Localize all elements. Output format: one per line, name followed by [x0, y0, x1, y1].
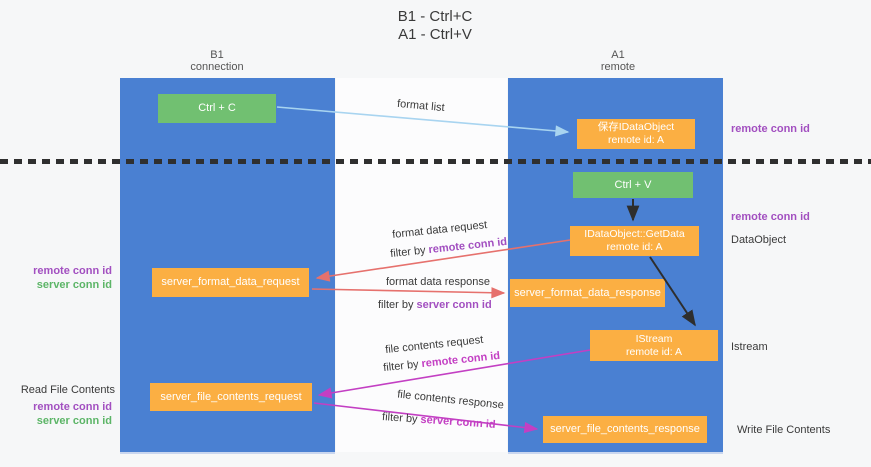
filter-key-server-conn-id: server conn id	[416, 299, 492, 311]
node-ctrl-c-label: Ctrl + C	[198, 102, 236, 114]
lane-a1-subtitle: remote	[600, 61, 636, 73]
node-getdata-line2: remote id: A	[606, 241, 663, 253]
annotation-left-remote-conn-id-1: remote conn id	[33, 265, 112, 277]
filter-prefix: filter by	[378, 299, 414, 311]
node-getdata-line1: IDataObject::GetData	[584, 228, 685, 240]
lane-a1-name: A1	[611, 49, 625, 61]
lane-header-a1: A1 remote	[558, 49, 678, 73]
node-file-request-label: server_file_contents_request	[160, 390, 302, 403]
diagram-title-line1: B1 - Ctrl+C	[397, 8, 473, 25]
node-ctrl-v-label: Ctrl + V	[614, 178, 652, 191]
annotation-write-file-contents: Write File Contents	[737, 424, 831, 436]
node-format-request-label: server_format_data_request	[161, 276, 300, 288]
node-idataobject-getdata: IDataObject::GetData remote id: A	[570, 226, 699, 256]
annotation-remote-conn-id-2: remote conn id	[731, 211, 810, 223]
lane-b1-subtitle: connection	[190, 61, 244, 73]
annotation-read-file-contents: Read File Contents	[20, 384, 115, 396]
node-server-format-data-response: server_format_data_response	[510, 279, 665, 307]
node-server-file-contents-response: server_file_contents_response	[543, 416, 707, 443]
node-file-response-label: server_file_contents_response	[550, 423, 700, 435]
node-save-idataobject: 保存IDataObject remote id: A	[577, 119, 695, 149]
node-server-format-data-request: server_format_data_request	[152, 268, 309, 297]
annotation-left-remote-conn-id-2: remote conn id	[33, 401, 112, 413]
annotation-dataobject: DataObject	[731, 234, 787, 246]
node-ctrl-c: Ctrl + C	[158, 94, 276, 123]
node-istream-line1: IStream	[635, 332, 673, 345]
lane-header-b1: B1 connection	[157, 49, 277, 73]
diagram-title: B1 - Ctrl+C A1 - Ctrl+V	[285, 8, 585, 44]
annotation-left-server-conn-id-1: server conn id	[36, 279, 112, 291]
label-format-data-response: format data response	[386, 276, 490, 288]
node-format-response-label: server_format_data_response	[514, 286, 661, 299]
annotation-left-server-conn-id-2: server conn id	[36, 415, 112, 427]
lane-b1-name: B1	[210, 49, 224, 61]
node-istream-line2: remote id: A	[625, 345, 683, 358]
node-ctrl-v: Ctrl + V	[573, 172, 693, 198]
node-save-idataobject-line1: 保存IDataObject	[597, 121, 675, 133]
annotation-istream: Istream	[731, 341, 768, 353]
annotation-remote-conn-id-1: remote conn id	[731, 123, 810, 135]
diagram-title-line2: A1 - Ctrl+V	[398, 26, 472, 43]
node-save-idataobject-line2: remote id: A	[607, 134, 665, 146]
dashed-divider	[0, 159, 871, 164]
node-server-file-contents-request: server_file_contents_request	[150, 383, 312, 411]
filter-prefix: filter by	[381, 411, 418, 426]
node-istream: IStream remote id: A	[590, 330, 718, 361]
